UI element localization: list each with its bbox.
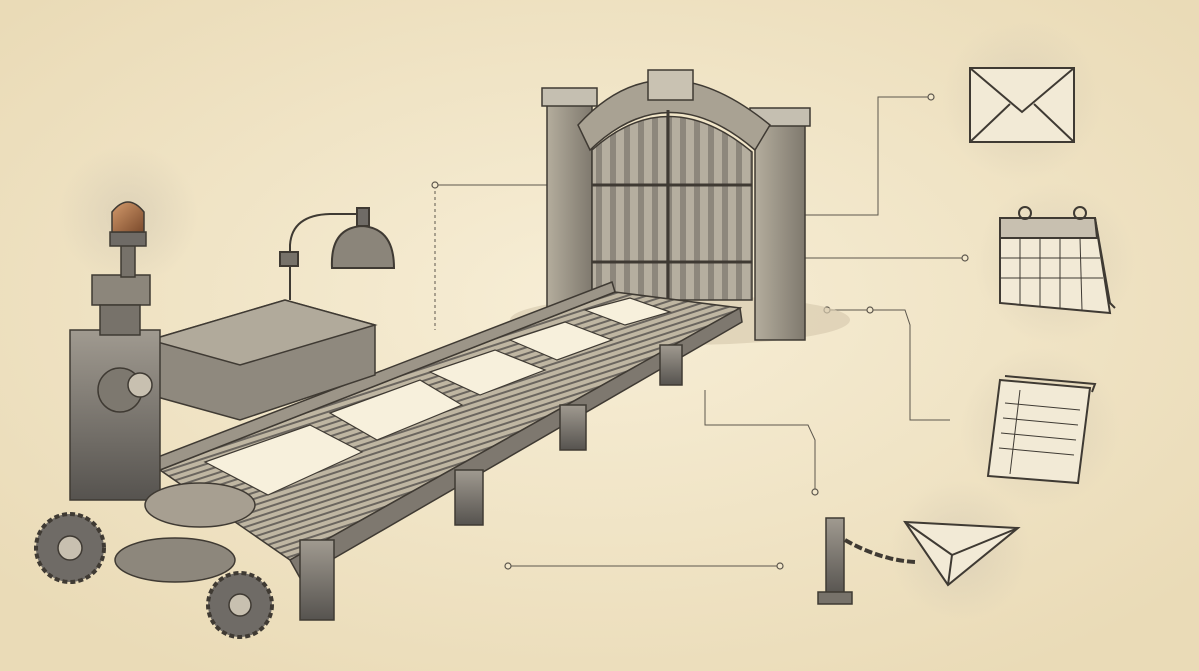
press-frame [69, 329, 161, 501]
paper-sheet [508, 321, 614, 361]
leader-line-envelope [805, 96, 931, 216]
calendar-icon [975, 183, 1135, 343]
chain [844, 538, 916, 564]
bollard-post [825, 517, 845, 597]
press-roller [144, 482, 256, 528]
conveyor-rail-front [288, 306, 743, 580]
beacon-bulb [111, 201, 145, 233]
paper-sheet [583, 297, 672, 326]
leader-line-plane [704, 390, 816, 492]
conveyor-leg [299, 539, 335, 621]
leader-line-document [827, 309, 950, 421]
gear [127, 372, 153, 398]
papers [203, 297, 672, 496]
lamp-arm [289, 213, 362, 300]
press-machine [34, 274, 378, 639]
gate-doors [591, 115, 753, 301]
lamp-shade [330, 224, 396, 269]
conveyor-leg [659, 344, 683, 386]
paper-sheet [203, 424, 364, 496]
paper-sheet [328, 379, 464, 441]
gate-pillar-right [754, 114, 806, 341]
conveyor-leg [559, 404, 587, 451]
document-conveyor-machine [148, 281, 743, 621]
leader-lines [434, 96, 965, 567]
paper-sheet [428, 349, 547, 396]
stone-archway-gate [510, 69, 850, 345]
desk-lamp [279, 207, 396, 300]
chained-bollard [817, 517, 916, 605]
press-roller [114, 537, 236, 583]
gate-arch [577, 79, 771, 152]
paper-plane-icon [890, 480, 1030, 620]
envelope-icon [942, 20, 1102, 180]
conveyor-leg [454, 469, 484, 526]
warning-beacon-lamp [109, 201, 147, 278]
document-icon [960, 348, 1120, 508]
